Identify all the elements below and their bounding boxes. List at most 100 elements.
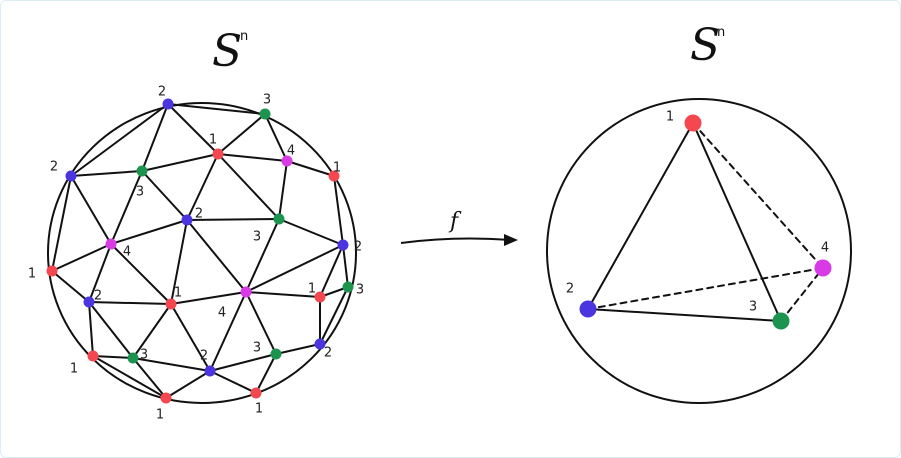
- left-edge: [141, 170, 188, 221]
- right-vertex-label: 2: [566, 282, 574, 297]
- left-vertex-label: 1: [28, 267, 36, 282]
- left-edge: [132, 357, 167, 399]
- left-vertex-label: 4: [123, 245, 131, 260]
- left-vertex-dot: [281, 155, 293, 167]
- left-triangulation-edges: [51, 103, 349, 399]
- left-edge: [217, 153, 280, 220]
- left-edge: [245, 218, 280, 293]
- left-edge: [319, 286, 349, 345]
- left-edge: [342, 244, 349, 288]
- left-vertex-label: 3: [140, 348, 148, 363]
- left-title: S: [212, 26, 242, 77]
- left-vertex-dot: [181, 214, 193, 226]
- left-vertex-dot: [240, 286, 252, 298]
- left-edge: [132, 357, 211, 372]
- left-vertex-dot: [259, 108, 271, 120]
- left-edge: [51, 243, 112, 272]
- left-vertex-label: 3: [356, 283, 364, 298]
- left-edge: [132, 303, 172, 359]
- left-edge: [88, 301, 172, 305]
- left-edge: [245, 291, 277, 355]
- right-vertex-label: 3: [749, 300, 757, 315]
- left-edge: [88, 301, 94, 357]
- left-vertex-label: 2: [94, 289, 102, 304]
- left-vertex-label: 2: [195, 207, 203, 222]
- left-edge: [70, 170, 143, 177]
- arrow-shaft: [400, 237, 511, 244]
- left-vertex-dot: [270, 348, 282, 360]
- left-edge: [255, 353, 277, 394]
- left-edge: [92, 355, 134, 359]
- right-solid-edge: [587, 308, 782, 322]
- left-vertex-label: 2: [354, 240, 362, 255]
- left-edge: [186, 219, 247, 293]
- left-vertex-dot: [250, 387, 262, 399]
- right-dashed-edge: [692, 122, 824, 269]
- right-solid-edge: [587, 122, 694, 310]
- arrow-label: f: [448, 209, 462, 234]
- left-edge: [209, 291, 247, 372]
- right-title: S: [690, 20, 720, 71]
- left-edge: [51, 175, 72, 272]
- left-edge: [170, 291, 247, 305]
- left-edge: [275, 343, 321, 355]
- right-solid-edge: [692, 122, 782, 322]
- right-vertex-label: 4: [821, 241, 829, 256]
- left-vertex-dot: [337, 239, 349, 251]
- left-sphere-circle: [47, 102, 357, 404]
- left-vertex-label: 1: [70, 362, 78, 377]
- left-vertex-dot: [87, 350, 99, 362]
- left-edge: [209, 370, 257, 394]
- right-vertex-dot: [814, 259, 832, 277]
- left-edge: [278, 160, 288, 220]
- left-vertex-label: 1: [255, 402, 263, 417]
- left-vertex-dot: [212, 148, 224, 160]
- right-vertex-dot: [772, 312, 790, 330]
- left-title-superscript: n: [240, 29, 248, 44]
- left-edge: [167, 103, 219, 155]
- right-simplex-vertices: 1 2 3 4: [566, 110, 832, 330]
- left-vertex-label: 3: [263, 93, 271, 108]
- left-edge: [170, 219, 188, 305]
- left-edge: [245, 244, 344, 293]
- left-vertex-label: 1: [174, 286, 182, 301]
- left-vertex-dot: [105, 238, 117, 250]
- left-vertex-label: 2: [158, 85, 166, 100]
- left-vertex-dot: [165, 298, 177, 310]
- left-vertex-dot: [314, 291, 326, 303]
- left-vertex-dot: [46, 265, 58, 277]
- right-vertex-label: 1: [666, 110, 674, 125]
- left-edge: [141, 153, 219, 172]
- left-vertex-label: 3: [253, 230, 261, 245]
- left-vertex-dot: [136, 165, 148, 177]
- left-edge: [186, 218, 280, 221]
- left-edge: [186, 153, 219, 221]
- left-edge: [264, 113, 288, 162]
- left-edge: [286, 160, 335, 177]
- left-edge: [245, 291, 321, 298]
- map-arrow: f: [400, 209, 518, 246]
- left-vertex-label: 4: [218, 306, 226, 321]
- left-edge: [51, 270, 90, 303]
- right-vertex-dot: [579, 300, 597, 318]
- left-edge: [333, 175, 344, 246]
- left-edge: [278, 218, 344, 246]
- left-vertex-dot: [127, 352, 139, 364]
- left-edge: [165, 370, 211, 399]
- right-vertex-dot: [684, 114, 702, 132]
- left-vertex-label: 1: [156, 408, 164, 423]
- left-edge: [70, 175, 112, 245]
- left-vertex-label: 2: [324, 346, 332, 361]
- left-edge: [141, 103, 169, 172]
- left-vertex-label: 3: [136, 185, 144, 200]
- left-edge: [70, 103, 169, 177]
- left-edge: [88, 243, 112, 303]
- left-vertex-dot: [273, 213, 285, 225]
- left-vertex-dot: [204, 365, 216, 377]
- left-edge: [110, 243, 172, 305]
- left-vertex-label: 1: [308, 282, 316, 297]
- right-dashed-edge: [587, 267, 824, 310]
- left-vertex-label: 4: [287, 144, 295, 159]
